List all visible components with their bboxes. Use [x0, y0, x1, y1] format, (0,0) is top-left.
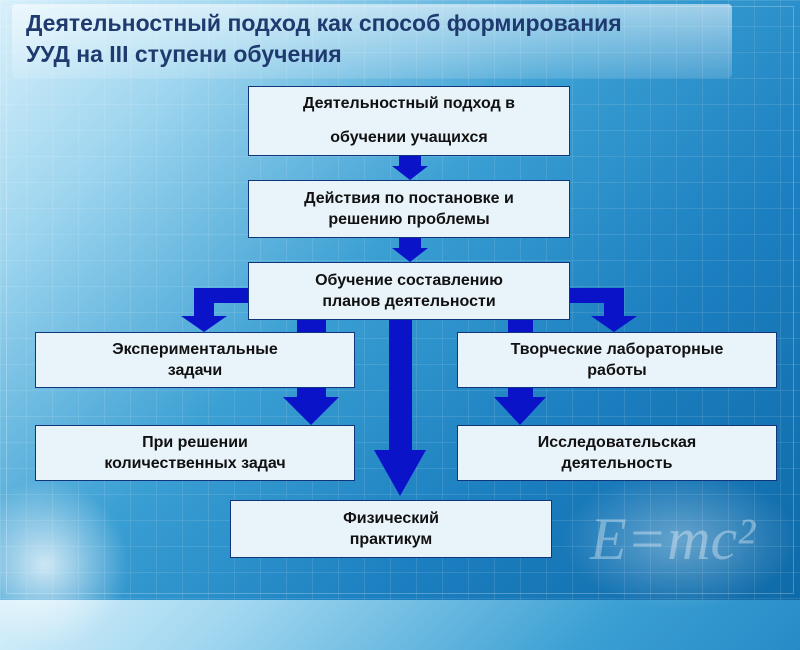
- box-experimental-tasks: Экспериментальные задачи: [35, 332, 355, 388]
- arrow-root-to-actions: [392, 156, 428, 180]
- box-physics-practicum: Физический практикум: [230, 500, 552, 558]
- arrow-plans-to-experimental: [181, 288, 248, 332]
- title-line-2: УУД на III ступени обучения: [26, 41, 342, 67]
- title-band: [12, 4, 732, 78]
- box-research-activity: Исследовательская деятельность: [457, 425, 777, 481]
- box-planning-training: Обучение составлению планов деятельности: [248, 262, 570, 320]
- box-problem-actions: Действия по постановке и решению проблем…: [248, 180, 570, 238]
- arrow-actions-to-plans: [392, 238, 428, 262]
- slide-title: Деятельностный подход как способ формиро…: [26, 8, 746, 70]
- arrow-plans-to-practicum: [374, 320, 426, 496]
- formula-watermark: E=mc²: [590, 506, 756, 572]
- title-line-1: Деятельностный подход как способ формиро…: [26, 10, 622, 36]
- box-quantitative-tasks: При решении количественных задач: [35, 425, 355, 481]
- box-activity-approach: Деятельностный подход в обучении учащихс…: [248, 86, 570, 156]
- box-creative-lab-works: Творческие лабораторные работы: [457, 332, 777, 388]
- arrow-plans-to-creative: [570, 288, 637, 332]
- background-glow: [560, 470, 800, 610]
